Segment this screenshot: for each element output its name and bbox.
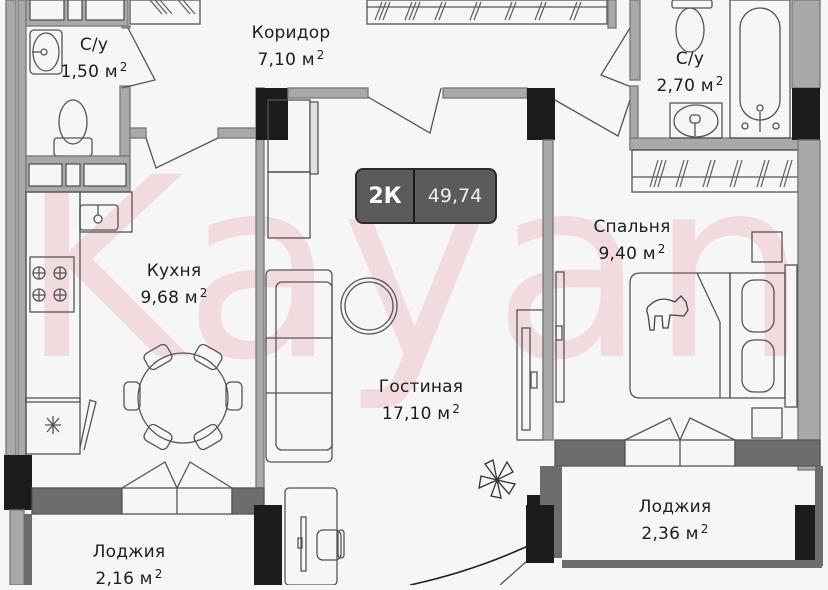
- room-name: Гостиная: [378, 377, 464, 397]
- room-name: С/у: [79, 35, 109, 55]
- room-name: Кухня: [146, 261, 202, 281]
- room-count: 2К: [357, 170, 415, 222]
- room-name: Лоджия: [92, 542, 166, 562]
- room-name: С/у: [675, 49, 705, 69]
- apartment-badge: 2К 49,74: [355, 168, 497, 224]
- total-area: 49,74: [427, 185, 483, 207]
- left-outer-wall: [5, 0, 17, 459]
- room-name: Лоджия: [638, 497, 712, 517]
- room-name: Спальня: [593, 217, 671, 237]
- room-name: Коридор: [251, 23, 331, 43]
